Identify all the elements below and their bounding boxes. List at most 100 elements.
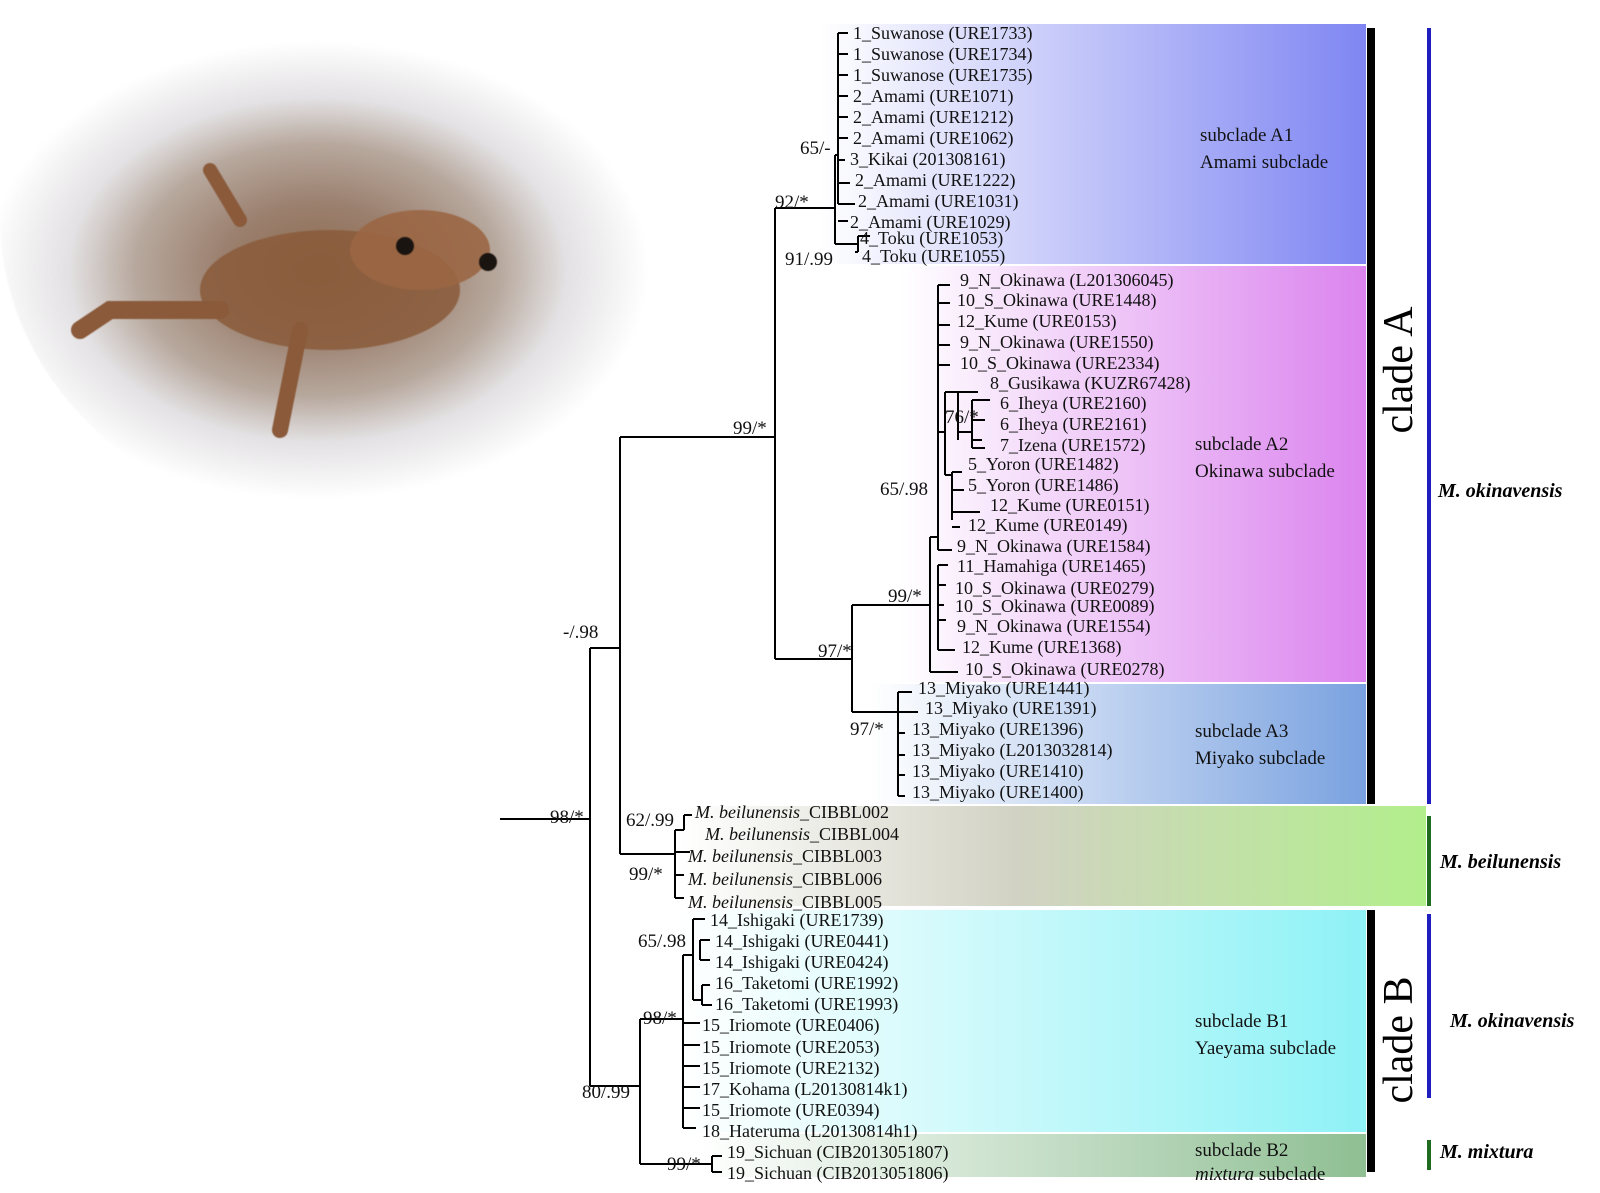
tip-species: M. beilunensis xyxy=(687,869,793,889)
branch xyxy=(945,391,978,440)
tip-stubs xyxy=(838,32,855,205)
subclade-b2-line1: subclade B2 xyxy=(1195,1140,1288,1161)
support-value: 65/.98 xyxy=(638,931,686,952)
tip-label: M. beilunensis_CIBBL002 xyxy=(694,802,889,822)
tip-stubs xyxy=(898,691,918,797)
tip-label: 4_Toku (URE1053) xyxy=(860,228,1003,249)
tip-stubs xyxy=(701,984,712,1006)
tip-code: _CIBBL002 xyxy=(799,802,889,822)
tip-label: M. beilunensis_CIBBL005 xyxy=(687,892,882,912)
support-value: -/.98 xyxy=(563,622,598,643)
frog-photo xyxy=(0,10,690,530)
beilunensis-bar xyxy=(1427,816,1431,906)
support-value: 62/.99 xyxy=(626,810,674,831)
tip-label: 13_Miyako (URE1441) xyxy=(918,678,1089,699)
tip-label: 12_Kume (URE0149) xyxy=(968,515,1127,536)
subclade-a2-box xyxy=(900,266,1366,682)
tip-label: 7_Izena (URE1572) xyxy=(1000,435,1145,456)
support-value: 76/* xyxy=(945,407,979,428)
tip-label: M. beilunensis_CIBBL006 xyxy=(687,869,882,889)
tip-label: 4_Toku (URE1055) xyxy=(862,246,1005,267)
tip-label: 19_Sichuan (CIB2013051806) xyxy=(727,1163,948,1184)
tip-label: 15_Iriomote (URE0394) xyxy=(702,1100,879,1121)
frog-leg xyxy=(272,322,308,438)
tip-species: M. beilunensis xyxy=(687,846,793,866)
tip-label: 16_Taketomi (URE1992) xyxy=(715,973,898,994)
clade-b-bar xyxy=(1367,910,1375,1172)
support-value: 65/.98 xyxy=(880,479,928,500)
support-value: 65/- xyxy=(800,138,831,159)
mixtura-bar xyxy=(1427,1140,1431,1170)
support-value: 91/.99 xyxy=(785,249,833,270)
tip-species: M. beilunensis xyxy=(687,892,793,912)
tip-stubs xyxy=(971,399,990,449)
tip-stubs xyxy=(699,939,710,961)
subclade-b1-line1: subclade B1 xyxy=(1195,1011,1288,1032)
subclade-b2-box xyxy=(700,1134,1366,1177)
subclade-b1-box xyxy=(680,910,1366,1132)
subclade-a3-line1: subclade A3 xyxy=(1195,721,1288,742)
tip-stubs xyxy=(937,564,955,651)
support-value: 97/* xyxy=(850,719,884,740)
tip-label: 12_Kume (URE0153) xyxy=(957,311,1116,332)
tip-label: 2_Amami (URE1062) xyxy=(853,128,1013,149)
species-beilunensis: M. beilunensis xyxy=(1439,851,1561,873)
tip-label: 5_Yoron (URE1482) xyxy=(968,454,1119,475)
frog-drawing xyxy=(71,163,497,438)
tip-label: 17_Kohama (L20130814k1) xyxy=(702,1079,907,1100)
support-values: 65/- 92/* 91/.99 99/* 76/* 65/.98 99/* 97/* 97/*… xyxy=(550,138,979,1175)
tip-label: 9_N_Okinawa (URE1554) xyxy=(957,616,1150,637)
tip-label: 10_S_Okinawa (URE0278) xyxy=(965,659,1164,680)
subclade-b1-line2: Yaeyama subclade xyxy=(1195,1038,1336,1059)
tip-label: 2_Amami (URE1071) xyxy=(853,86,1013,107)
clade-a-label: clade A xyxy=(1376,306,1422,434)
clade-a-bar xyxy=(1367,28,1375,804)
frog-leg xyxy=(71,301,229,339)
okinavensis-bar xyxy=(1427,28,1431,804)
tip-label: 14_Ishigaki (URE0424) xyxy=(715,952,888,973)
frog-head xyxy=(350,210,490,290)
tip-label: M. beilunensis_CIBBL003 xyxy=(687,846,882,866)
branch xyxy=(590,647,640,1087)
tip-label: 9_N_Okinawa (URE1584) xyxy=(957,536,1150,557)
beilunensis-box xyxy=(680,806,1426,906)
tip-stubs xyxy=(951,471,980,528)
tip-label: 6_Iheya (URE2160) xyxy=(1000,393,1146,414)
subclade-a1-line2: Amami subclade xyxy=(1200,152,1328,173)
frog-eye xyxy=(479,253,497,271)
subclade-a1-box xyxy=(820,24,1366,264)
tip-label: 13_Miyako (URE1400) xyxy=(912,782,1083,803)
species-okinavensis-a: M. okinavensis xyxy=(1437,480,1563,502)
support-value: 92/* xyxy=(775,192,809,213)
tip-species: M. beilunensis xyxy=(704,824,810,844)
tip-stubs xyxy=(711,1155,722,1173)
tip-label: 9_N_Okinawa (URE1550) xyxy=(960,332,1153,353)
branch xyxy=(852,604,930,713)
clade-b-label: clade B xyxy=(1376,976,1422,1103)
subclade-b2-rest: subclade xyxy=(1254,1164,1325,1185)
tip-label: 11_Hamahiga (URE1465) xyxy=(957,556,1146,577)
tip-label: 1_Suwanose (URE1734) xyxy=(853,44,1032,65)
subclade-b2-line2: mixtura subclade xyxy=(1195,1164,1325,1185)
tip-label: 5_Yoron (URE1486) xyxy=(968,475,1119,496)
tip-stubs xyxy=(683,1022,700,1129)
tip-stubs xyxy=(938,284,952,551)
support-value: 99/* xyxy=(733,418,767,439)
tip-stubs xyxy=(683,814,692,830)
subclade-a2-line2: Okinawa subclade xyxy=(1195,461,1335,482)
tip-label: 13_Miyako (URE1396) xyxy=(912,719,1083,740)
support-value: 97/* xyxy=(818,641,852,662)
tip-label: 2_Amami (URE1031) xyxy=(858,191,1018,212)
support-value: 98/* xyxy=(643,1008,677,1029)
tip-label: 13_Miyako (URE1391) xyxy=(925,698,1096,719)
support-value: 99/* xyxy=(667,1154,701,1175)
tip-label: 14_Ishigaki (URE1739) xyxy=(710,910,883,931)
tip-code: _CIBBL005 xyxy=(792,892,882,912)
tree-branches xyxy=(500,32,990,1173)
branch xyxy=(944,392,952,476)
tip-code: _CIBBL006 xyxy=(792,869,882,889)
frog-leg xyxy=(203,163,247,227)
tip-label: M. beilunensis_CIBBL004 xyxy=(704,824,899,844)
subclade-a1-line1: subclade A1 xyxy=(1200,125,1293,146)
